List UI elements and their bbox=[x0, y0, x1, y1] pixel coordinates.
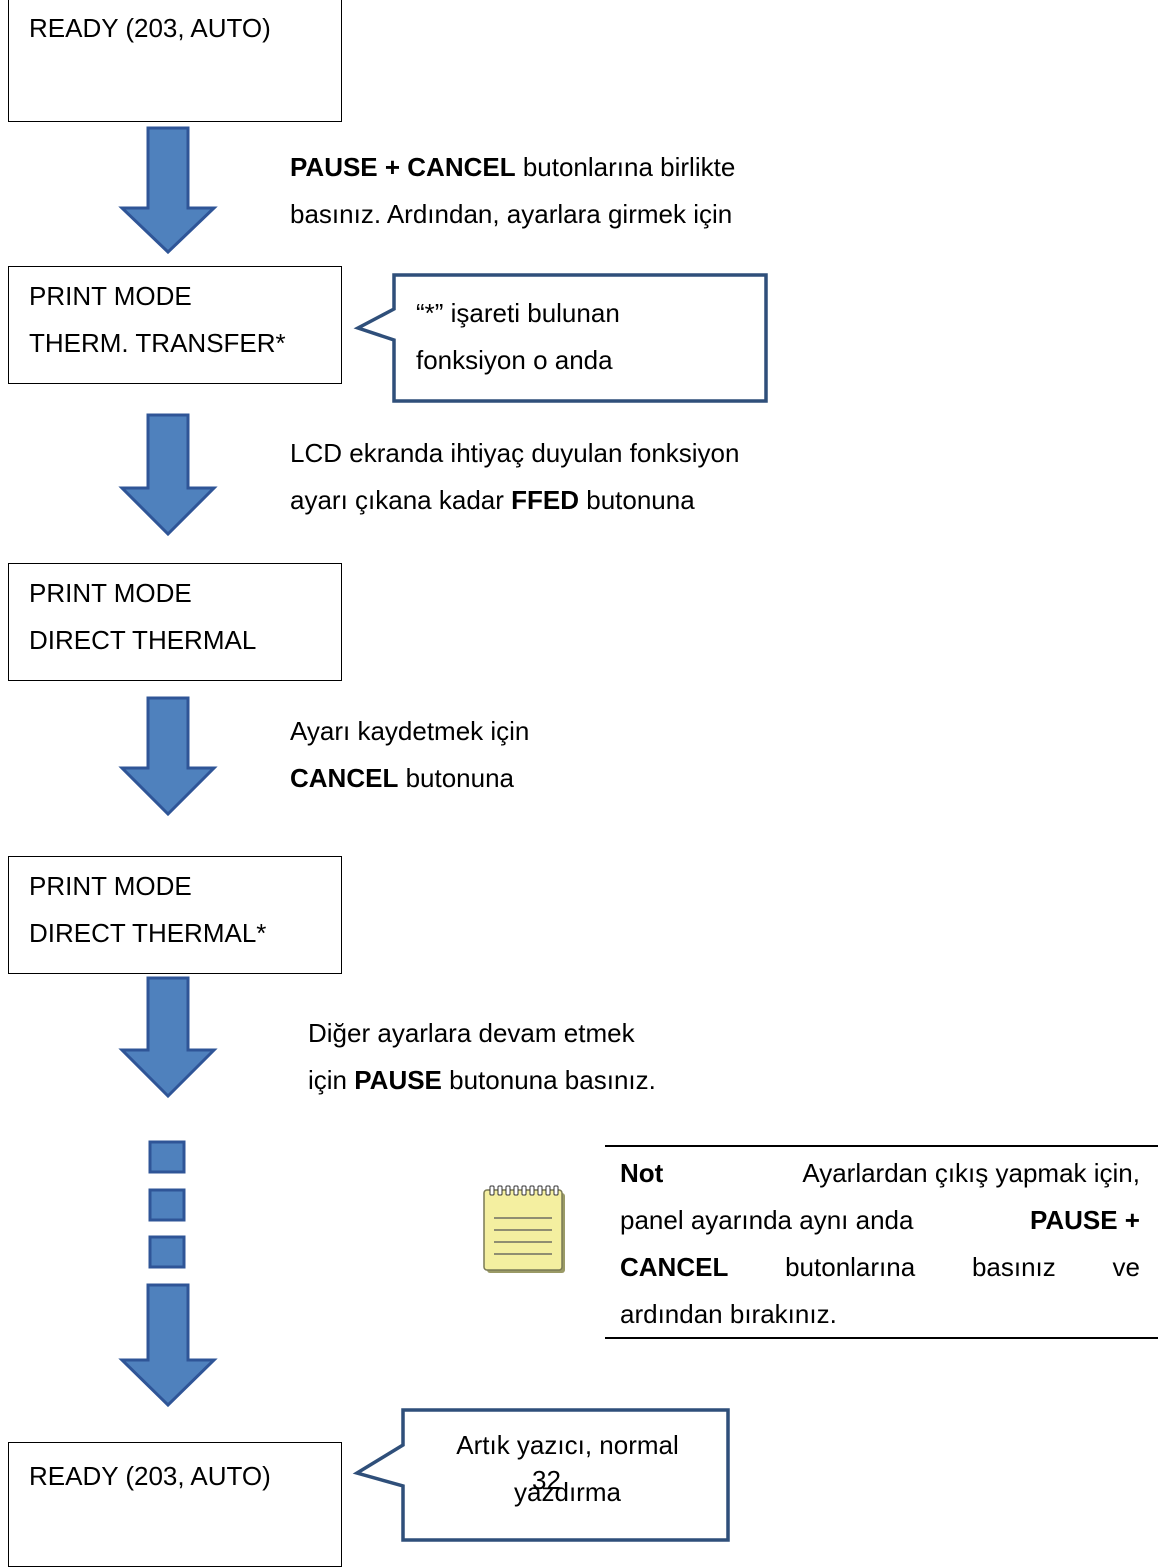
step-text-part: butonuna basınız. bbox=[441, 1065, 656, 1095]
step-text-part: butonlarına birlikte bbox=[515, 152, 736, 182]
step-1-text: PAUSE + CANCEL butonlarına birlikte bası… bbox=[290, 144, 735, 238]
lcd-mode-direct: PRINT MODE DIRECT THERMAL bbox=[8, 563, 342, 681]
bold-keys: PAUSE + CANCEL bbox=[290, 152, 516, 182]
callout-line: yazdırma bbox=[514, 1477, 621, 1507]
continuation-block-2 bbox=[148, 1188, 186, 1222]
step-4-text: Diğer ayarlara devam etmek için PAUSE bu… bbox=[308, 1010, 656, 1104]
lcd-line: DIRECT THERMAL bbox=[29, 625, 257, 655]
lcd-line: PRINT MODE bbox=[29, 281, 192, 311]
down-arrow-3 bbox=[118, 696, 218, 817]
continuation-block-1 bbox=[148, 1140, 186, 1174]
down-arrow-1 bbox=[118, 126, 218, 255]
callout-line: Artık yazıcı, normal bbox=[456, 1430, 679, 1460]
note-text-part: ardından bırakınız. bbox=[620, 1299, 837, 1329]
step-2-text: LCD ekranda ihtiyaç duyulan fonksiyon ay… bbox=[290, 430, 739, 524]
callout-current-text: “*” işareti bulunan fonksiyon o anda bbox=[416, 290, 620, 384]
callout-line: fonksiyon o anda bbox=[416, 345, 613, 375]
step-text-part: ayarı çıkana kadar bbox=[290, 485, 512, 515]
callout-line: “*” işareti bulunan bbox=[416, 298, 620, 328]
continuation-block-3 bbox=[148, 1235, 186, 1269]
bold-keys: PAUSE + bbox=[1029, 1205, 1140, 1235]
step-text-part: Ayarı kaydetmek için bbox=[290, 716, 530, 746]
lcd-line: THERM. TRANSFER* bbox=[29, 328, 286, 358]
notepad-icon bbox=[483, 1185, 565, 1273]
note-text-part: panel ayarında aynı anda bbox=[620, 1205, 914, 1235]
step-3-text: Ayarı kaydetmek için CANCEL butonuna bbox=[290, 708, 529, 802]
callout-final-text: Artık yazıcı, normal yazdırma bbox=[440, 1422, 695, 1516]
note-label: Not bbox=[620, 1158, 664, 1188]
bold-keys: PAUSE bbox=[354, 1065, 442, 1095]
note-text-part: basınız bbox=[971, 1252, 1056, 1282]
note-block: Not Ayarlardan çıkış yapmak için, panel … bbox=[620, 1150, 1140, 1338]
lcd-line: DIRECT THERMAL* bbox=[29, 918, 267, 948]
step-text-part: için bbox=[308, 1065, 355, 1095]
page-number: 32 bbox=[532, 1465, 561, 1495]
lcd-mode-transfer: PRINT MODE THERM. TRANSFER* bbox=[8, 266, 342, 384]
bold-keys: CANCEL bbox=[290, 763, 399, 793]
down-arrow-5 bbox=[118, 1283, 218, 1408]
step-text-part: basınız. Ardından, ayarlara girmek için bbox=[290, 199, 733, 229]
lcd-ready-top: READY (203, AUTO) bbox=[8, 0, 342, 122]
lcd-ready-bottom: READY (203, AUTO) bbox=[8, 1442, 342, 1567]
lcd-mode-direct-saved: PRINT MODE DIRECT THERMAL* bbox=[8, 856, 342, 974]
bold-keys: FFED bbox=[511, 485, 580, 515]
step-text-part: butonuna bbox=[579, 485, 695, 515]
step-text-part: LCD ekranda ihtiyaç duyulan fonksiyon bbox=[290, 438, 740, 468]
note-text-part: Ayarlardan çıkış yapmak için, bbox=[802, 1158, 1140, 1188]
down-arrow-4 bbox=[118, 976, 218, 1099]
lcd-line: PRINT MODE bbox=[29, 578, 192, 608]
note-text-part: ve bbox=[1112, 1252, 1140, 1282]
step-text-part: butonuna bbox=[398, 763, 515, 793]
bold-keys: CANCEL bbox=[620, 1252, 729, 1282]
callout-bubble-current bbox=[353, 273, 768, 403]
note-text-part: butonlarına bbox=[785, 1252, 916, 1282]
down-arrow-2 bbox=[118, 413, 218, 537]
lcd-line: READY (203, AUTO) bbox=[29, 1461, 271, 1491]
lcd-line: PRINT MODE bbox=[29, 871, 192, 901]
lcd-line: READY (203, AUTO) bbox=[29, 13, 271, 43]
callout-bubble-final bbox=[352, 1408, 730, 1542]
step-text-part: Diğer ayarlara devam etmek bbox=[308, 1018, 635, 1048]
